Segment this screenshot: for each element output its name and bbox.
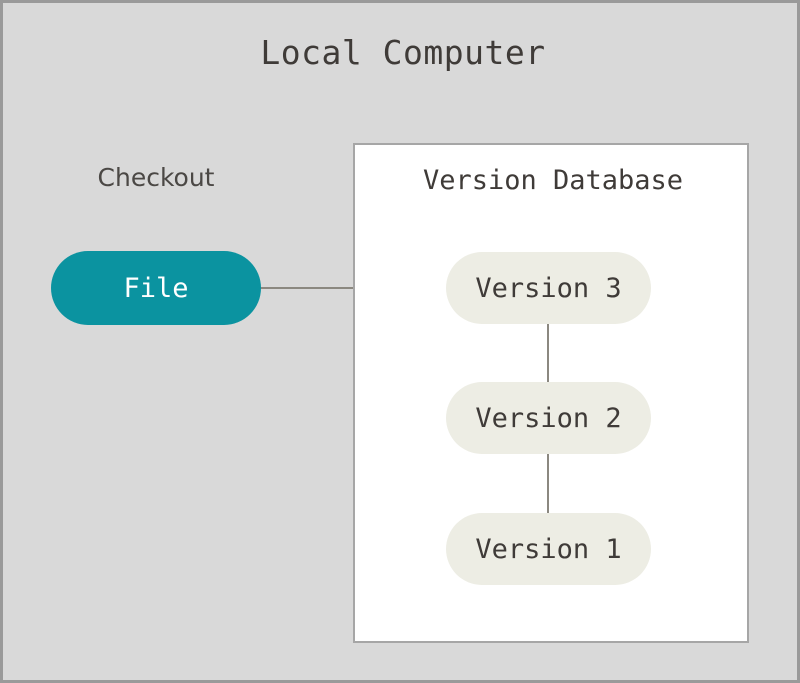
version-database-title: Version Database (422, 165, 684, 196)
connector-version-2-to-version-1 (547, 453, 549, 515)
node-version-2[interactable]: Version 2 (446, 382, 651, 454)
checkout-section-label: Checkout (97, 163, 215, 192)
connector-version-3-to-version-2 (547, 323, 549, 383)
node-version-3[interactable]: Version 3 (446, 252, 651, 324)
page-title: Local Computer (260, 33, 546, 72)
node-file[interactable]: File (51, 251, 261, 325)
node-version-1[interactable]: Version 1 (446, 513, 651, 585)
